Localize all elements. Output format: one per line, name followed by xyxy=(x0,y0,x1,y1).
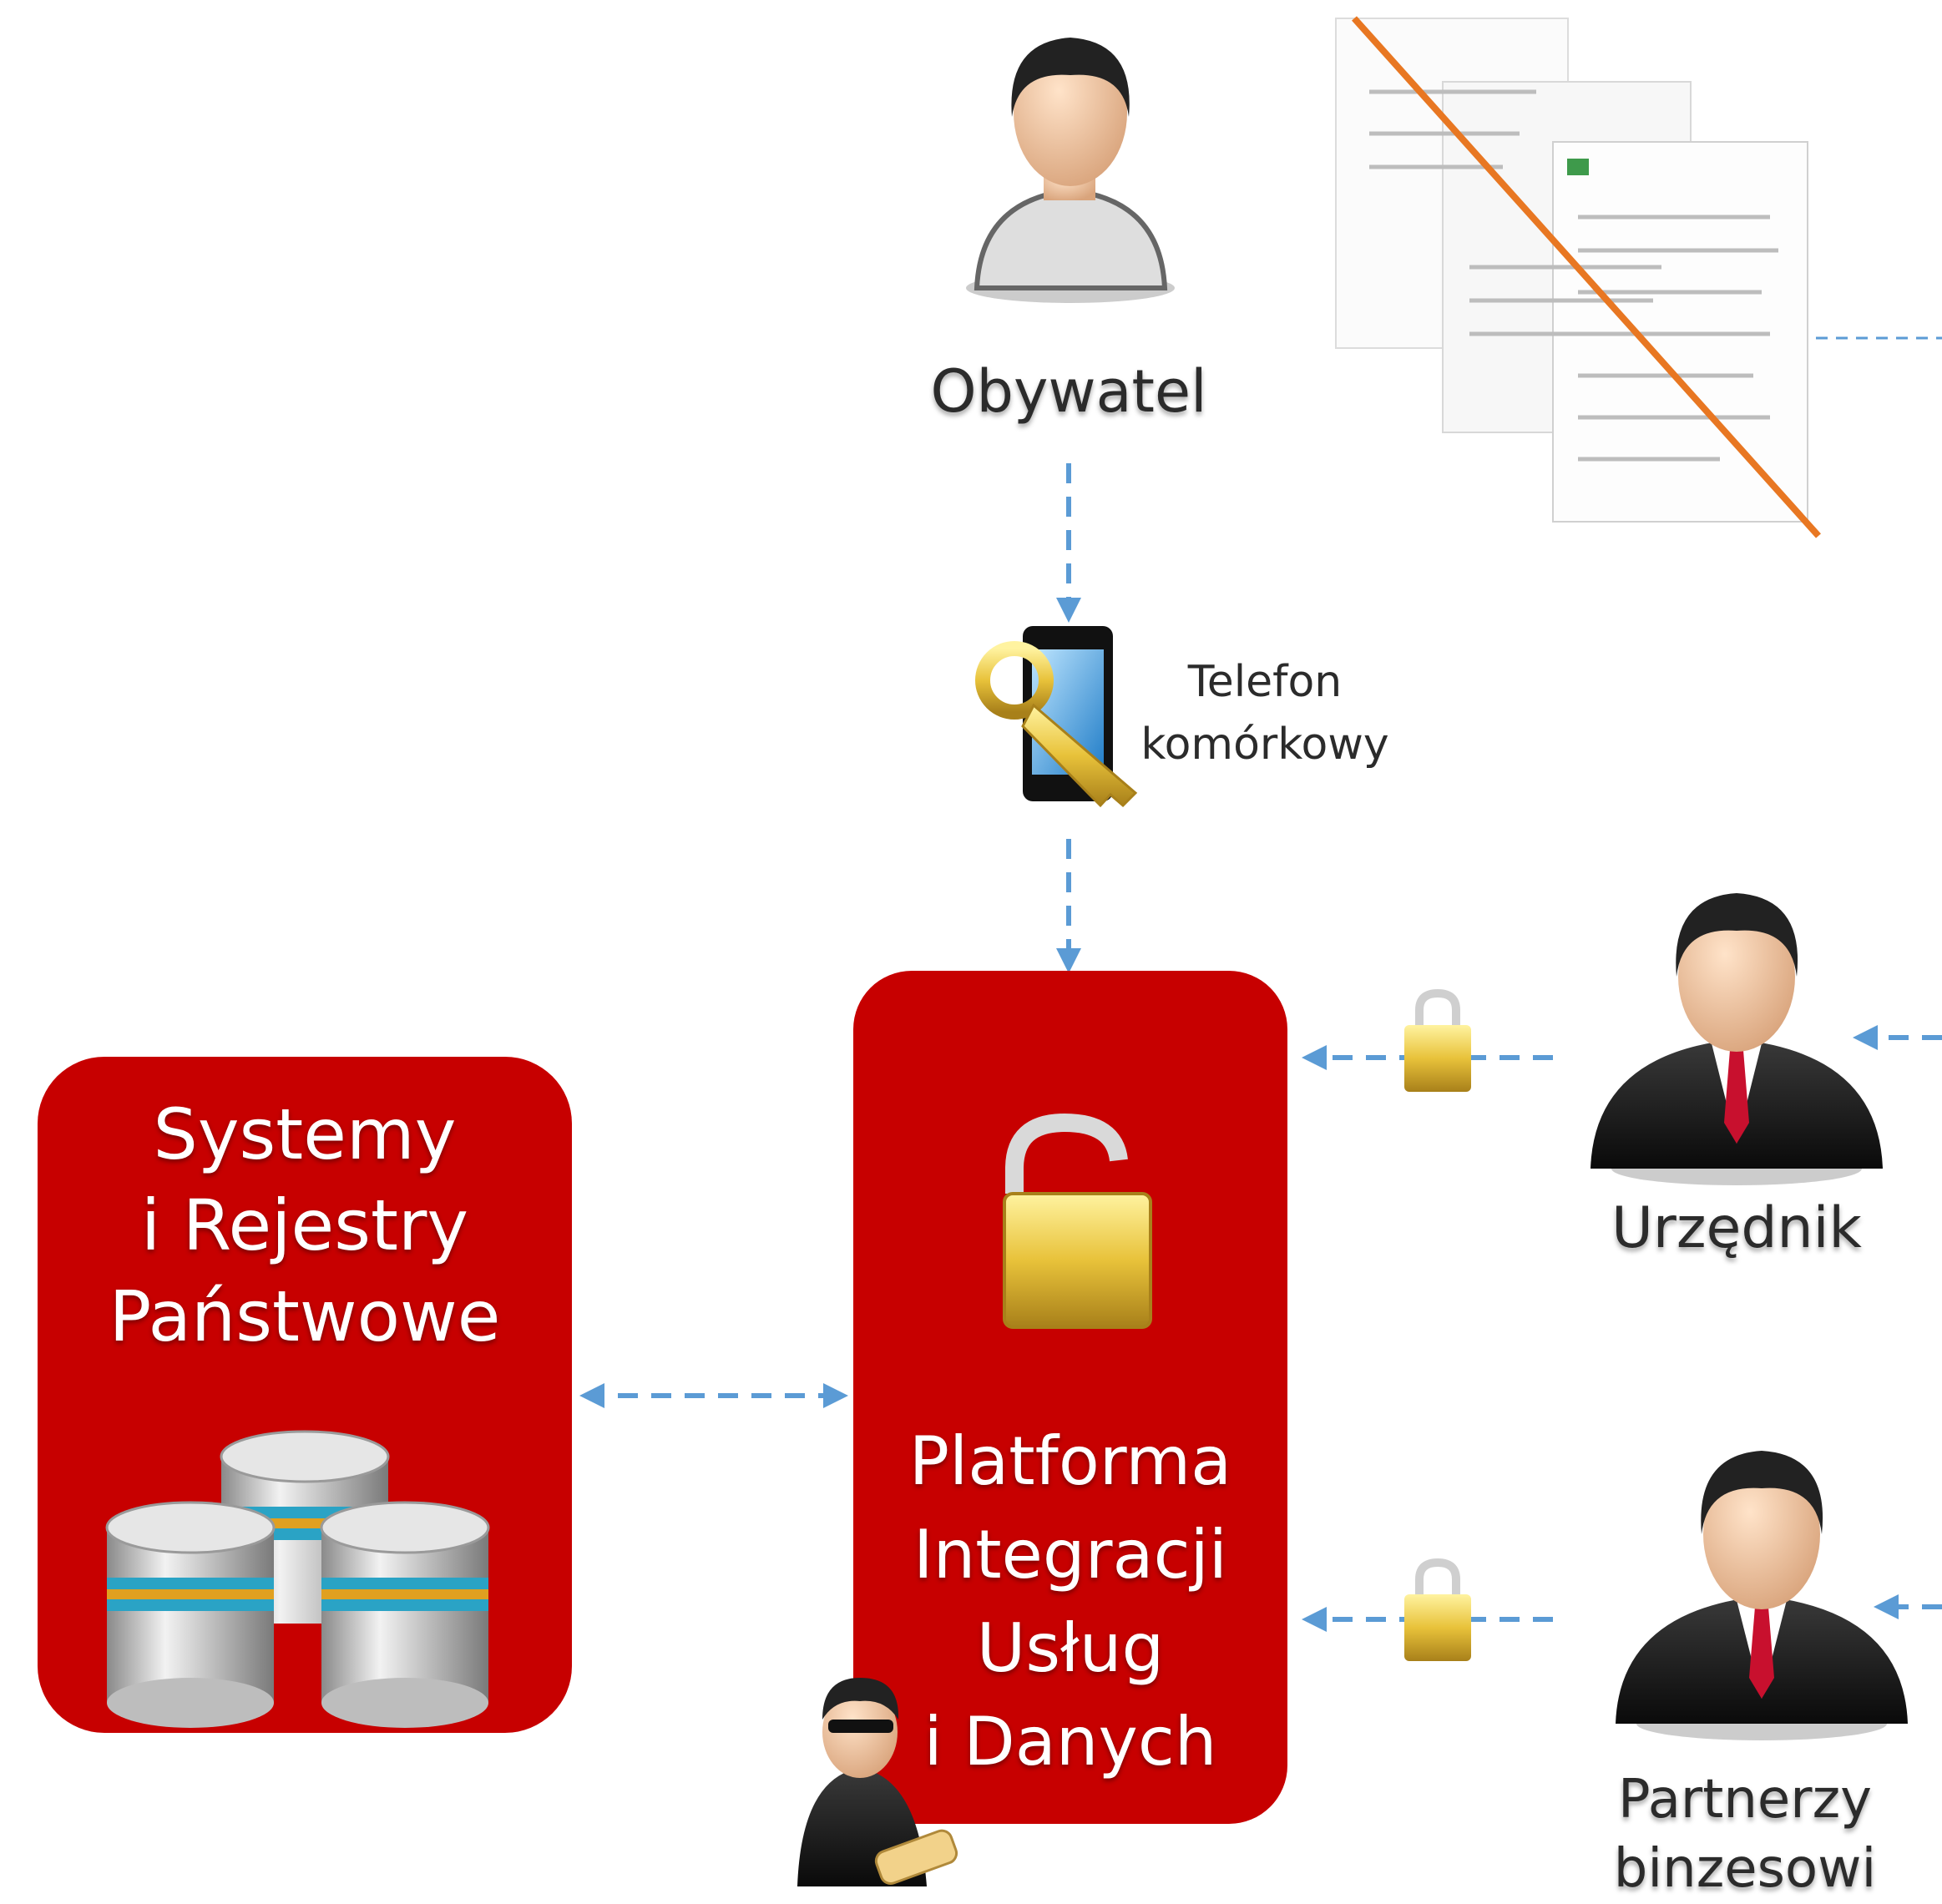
partners-label-line: Partnerzy xyxy=(1617,1769,1873,1831)
registries-box-line: Państwowe xyxy=(109,1275,501,1358)
open-padlock-icon xyxy=(1003,1113,1152,1329)
registries-box-title: Systemy i Rejestry Państwowe xyxy=(38,1089,572,1363)
padlock-icon xyxy=(1404,1558,1471,1661)
phone-label-line: Telefon xyxy=(1187,657,1343,707)
registries-box-line: i Rejestry xyxy=(140,1184,469,1267)
cylinder xyxy=(320,1501,490,1728)
padlock-icon xyxy=(1404,988,1471,1092)
document-stack-icon xyxy=(1335,16,1821,538)
businessman-icon xyxy=(1591,893,1883,1185)
partners-label-line: binzesowi xyxy=(1613,1838,1877,1901)
platform-box-title: Platforma Integracji Usług i Danych xyxy=(853,1415,1287,1789)
platform-box-line: i Danych xyxy=(923,1703,1217,1780)
phone-label-line: komórkowy xyxy=(1140,720,1389,770)
person-icon xyxy=(966,38,1175,303)
citizen-label: Obywatel xyxy=(930,357,1207,426)
clerk-label: Urzędnik xyxy=(1611,1195,1862,1261)
partners-label: Partnerzy binzesowi xyxy=(1570,1765,1920,1904)
platform-box-line: Usług xyxy=(976,1609,1165,1687)
businessman-icon xyxy=(1616,1451,1908,1740)
cylinder xyxy=(105,1501,276,1728)
strike-through-line xyxy=(1352,16,1821,538)
platform-box-line: Integracji xyxy=(913,1516,1227,1593)
database-icon xyxy=(105,1430,490,1728)
agent-icon xyxy=(797,1678,958,1886)
phone-label: Telefon komórkowy xyxy=(1131,651,1398,777)
registries-box-line: Systemy xyxy=(153,1093,457,1175)
platform-box-line: Platforma xyxy=(908,1422,1232,1500)
phone-key-icon xyxy=(975,626,1138,808)
connectors xyxy=(579,336,1942,1632)
